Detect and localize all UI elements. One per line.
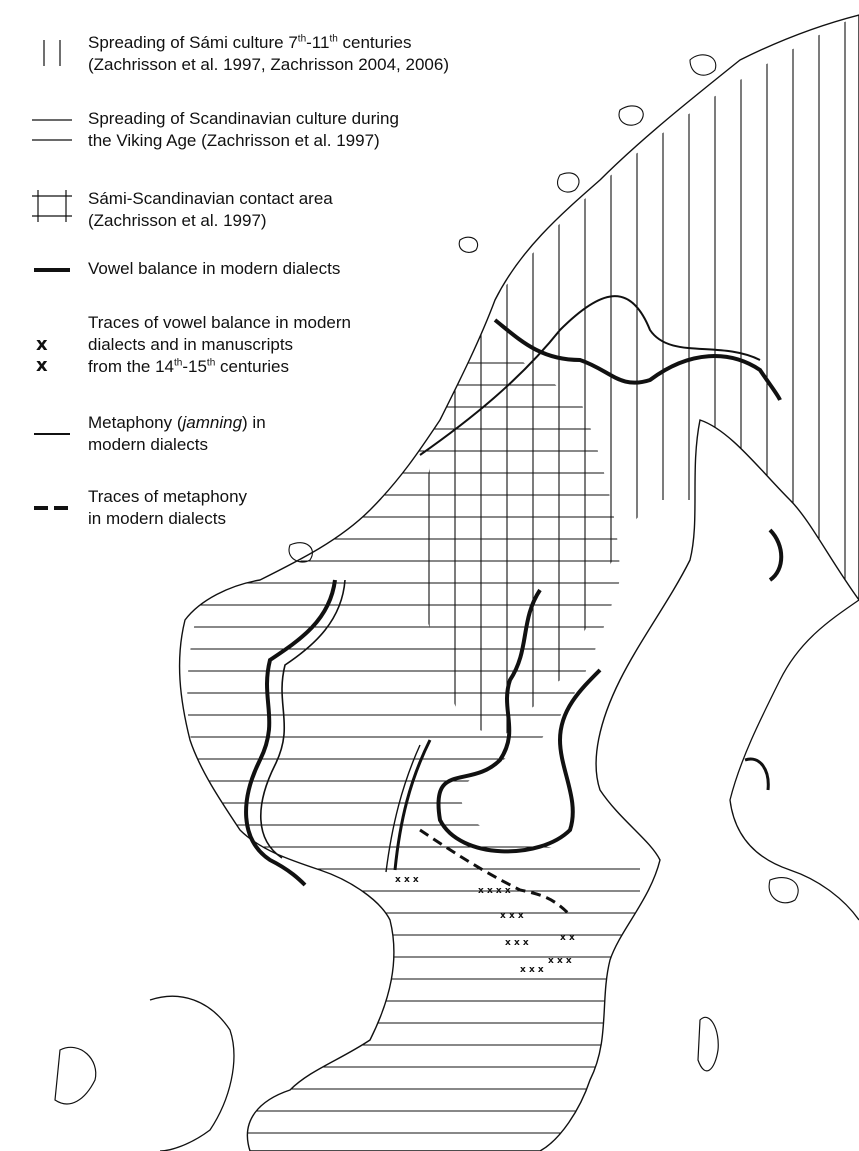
grid-symbol <box>32 190 72 222</box>
thin-line-symbol <box>34 433 70 435</box>
thick-line-symbol <box>34 268 70 272</box>
horizontal-lines-symbol <box>32 119 72 141</box>
x-marks-symbol: x x <box>36 334 52 376</box>
svg-text:x x x: x x x <box>500 911 524 921</box>
svg-text:x x x: x x x <box>395 875 419 885</box>
legend-label-vowel-balance: Vowel balance in modern dialects <box>88 259 341 278</box>
legend-label-metaphony: Metaphony (jamning) in modern dialects <box>88 413 266 454</box>
dashed-line-symbol <box>34 506 70 510</box>
svg-text:x x: x x <box>560 933 575 943</box>
legend-label-traces-metaphony: Traces of metaphony in modern dialects <box>88 487 248 528</box>
legend-label-scandinavian: Spreading of Scandinavian culture during… <box>88 109 399 150</box>
svg-text:x x x x: x x x x <box>478 886 511 896</box>
svg-text:x x x: x x x <box>548 956 572 966</box>
legend-label-traces-vowel-balance: Traces of vowel balance in modern dialec… <box>88 313 352 376</box>
legend-label-contact: Sámi-Scandinavian contact area (Zachriss… <box>88 189 333 230</box>
vertical-lines-symbol <box>43 40 61 66</box>
svg-text:x x x: x x x <box>520 965 544 975</box>
svg-text:x x x: x x x <box>505 938 529 948</box>
traces-vowel-balance-marks: x x x x x x x x x x x x x x x x x x x x … <box>395 875 575 975</box>
legend-label-sami: Spreading of Sámi culture 7th-11th centu… <box>88 33 449 74</box>
